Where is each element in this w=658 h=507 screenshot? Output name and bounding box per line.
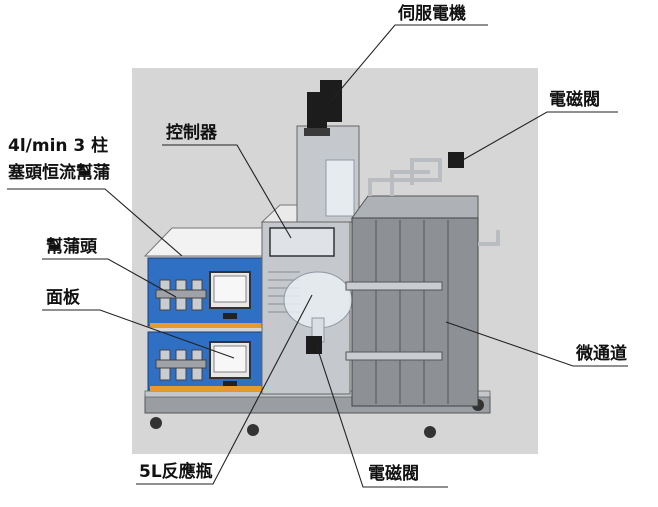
caster-wheel (247, 424, 259, 436)
label-servo-motor: 伺服電機 (398, 4, 466, 24)
leader-microchannel (445, 321, 628, 367)
leader-pump-spec (7, 188, 183, 257)
label-pump-spec-line2: 塞頭恒流幫蒲 (8, 163, 110, 183)
microchannel-block (351, 217, 479, 407)
caster-wheel (424, 426, 436, 438)
top-piping (368, 158, 500, 246)
leader-pump-head (42, 258, 177, 298)
label-solenoid-valve-top: 電磁閥 (549, 90, 600, 110)
leader-solenoid-bottom (316, 346, 448, 488)
label-panel: 面板 (46, 288, 80, 308)
lower-pump-heads (155, 349, 207, 381)
label-pump-head: 幫蒲頭 (46, 237, 97, 257)
upper-pump-trim (150, 323, 264, 328)
microchannel-plates (375, 220, 449, 404)
upper-pump-heads (155, 279, 207, 311)
manifold-upper (345, 281, 443, 291)
leader-controller (162, 144, 292, 239)
upper-pump-button (223, 313, 237, 319)
manifold-lower (345, 351, 443, 361)
top-solenoid-valve (448, 152, 464, 168)
upper-pump-screen-inner (213, 275, 247, 303)
label-microchannel: 微通道 (576, 344, 627, 364)
lower-pump-trim (150, 386, 264, 391)
leader-solenoid-top (460, 111, 618, 162)
motor-tower-glass (325, 159, 355, 217)
leader-servo-motor (330, 24, 488, 102)
lower-pump-button (223, 381, 237, 386)
label-pump-spec-line1: 4l/min 3 柱 (8, 136, 109, 156)
lower-pump-screen-inner (213, 345, 247, 373)
label-reaction-bottle: 5L反應瓶 (139, 462, 213, 482)
label-solenoid-valve-bottom: 電磁閥 (368, 464, 419, 484)
caster-wheel (150, 417, 162, 429)
controller-touchscreen (269, 227, 335, 257)
label-controller: 控制器 (166, 123, 217, 143)
leader-reaction-bottle (136, 294, 313, 485)
leader-panel (42, 309, 235, 359)
